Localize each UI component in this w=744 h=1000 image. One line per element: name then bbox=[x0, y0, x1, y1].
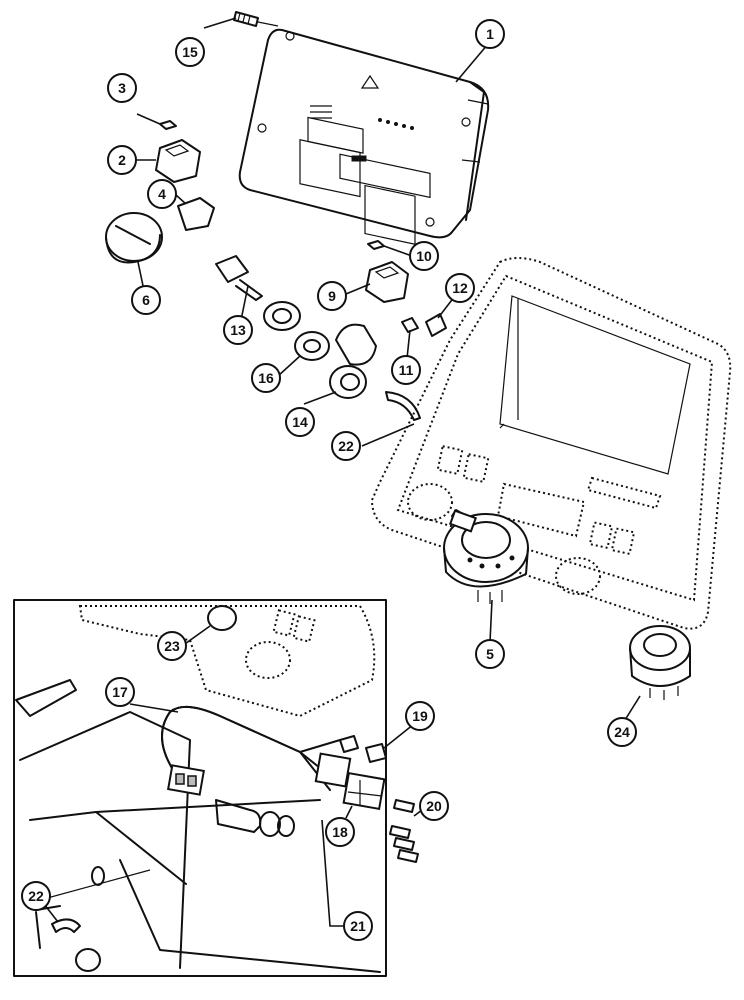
bulb-holder-part-11 bbox=[401, 317, 419, 333]
callout-21: 21 bbox=[343, 911, 373, 941]
callout-label: 3 bbox=[118, 80, 126, 96]
switch-part-2 bbox=[155, 139, 201, 183]
callout-label: 4 bbox=[158, 186, 166, 202]
callout-19: 19 bbox=[405, 701, 435, 731]
callout-label: 1 bbox=[486, 26, 494, 42]
callout-20: 20 bbox=[419, 791, 449, 821]
callout-14: 14 bbox=[285, 407, 315, 437]
callout-5: 5 bbox=[475, 639, 505, 669]
callout-label: 20 bbox=[426, 798, 442, 814]
grommet-part-23 bbox=[207, 605, 237, 631]
bulb-part-12 bbox=[425, 313, 447, 337]
callout-label: 17 bbox=[112, 684, 128, 700]
callout-label: 22 bbox=[338, 438, 354, 454]
callout-1: 1 bbox=[475, 19, 505, 49]
dashboard-panel bbox=[370, 257, 732, 630]
callout-18: 18 bbox=[325, 817, 355, 847]
callout-label: 18 bbox=[332, 824, 348, 840]
lens-part-3 bbox=[159, 120, 177, 130]
callout-4: 4 bbox=[147, 179, 177, 209]
callout-3: 3 bbox=[107, 73, 137, 103]
callout-label: 24 bbox=[614, 724, 630, 740]
callout-24: 24 bbox=[607, 717, 637, 747]
callout-label: 23 bbox=[164, 638, 180, 654]
callout-22-lower: 22 bbox=[21, 881, 51, 911]
retainer-part-22-upper bbox=[385, 391, 421, 421]
callout-12: 12 bbox=[445, 273, 475, 303]
callout-15: 15 bbox=[175, 37, 205, 67]
ignition-switch-part-24 bbox=[629, 625, 691, 700]
clip-part-4 bbox=[177, 197, 215, 231]
callout-label: 11 bbox=[399, 362, 414, 378]
callout-label: 5 bbox=[486, 646, 494, 662]
callout-label: 6 bbox=[142, 292, 150, 308]
callout-label: 2 bbox=[118, 152, 126, 168]
lens-part-10 bbox=[367, 240, 385, 250]
callout-label: 12 bbox=[452, 280, 468, 296]
key-part-13 bbox=[215, 255, 263, 301]
bezel-ring bbox=[263, 301, 301, 331]
callout-9: 9 bbox=[317, 281, 347, 311]
callout-label: 22 bbox=[28, 888, 44, 904]
callout-22-upper: 22 bbox=[331, 431, 361, 461]
leader-lines bbox=[43, 17, 641, 927]
callout-label: 14 bbox=[292, 414, 308, 430]
callout-10: 10 bbox=[409, 241, 439, 271]
callout-label: 21 bbox=[350, 918, 366, 934]
callout-label: 13 bbox=[230, 322, 246, 338]
boot-part-14 bbox=[329, 323, 377, 399]
switch-part-9 bbox=[365, 261, 409, 303]
callout-label: 9 bbox=[328, 288, 336, 304]
callout-label: 16 bbox=[258, 370, 274, 386]
callout-label: 15 bbox=[182, 44, 198, 60]
callout-23: 23 bbox=[157, 631, 187, 661]
callout-2: 2 bbox=[107, 145, 137, 175]
callout-17: 17 bbox=[105, 677, 135, 707]
callout-13: 13 bbox=[223, 315, 253, 345]
callout-6: 6 bbox=[131, 285, 161, 315]
rotary-switch-part-5 bbox=[443, 509, 529, 604]
callout-label: 19 bbox=[412, 708, 428, 724]
bulb-part-15 bbox=[233, 11, 279, 27]
instrument-cluster-part-1 bbox=[238, 28, 490, 245]
nut-part-16 bbox=[294, 331, 330, 361]
callout-11: 11 bbox=[391, 355, 421, 385]
inset-detail bbox=[13, 599, 419, 977]
callout-label: 10 bbox=[416, 248, 432, 264]
callout-16: 16 bbox=[251, 363, 281, 393]
knob-part-6 bbox=[105, 212, 163, 264]
